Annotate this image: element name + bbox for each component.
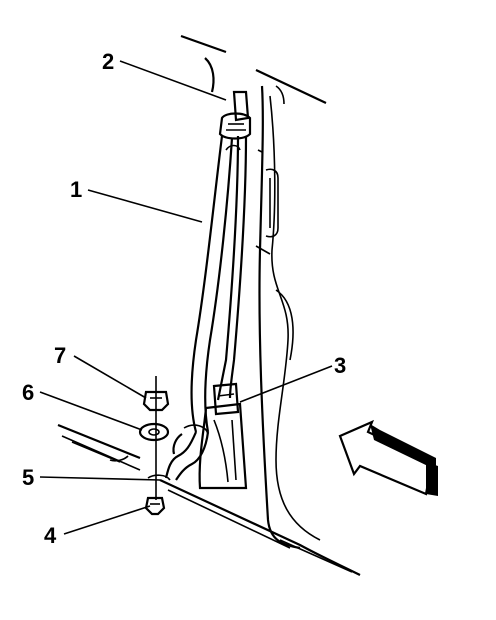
callout-3: 3 (334, 353, 346, 378)
leader-3 (239, 365, 333, 403)
upper-guide-d-ring (218, 90, 252, 140)
callout-labels: 1 2 3 4 5 6 7 (22, 49, 346, 548)
leader-4 (63, 505, 151, 535)
view-direction-arrow (338, 419, 438, 496)
seat-belt-retractor (198, 382, 248, 490)
callout-leaders (39, 60, 333, 535)
floor-sill-panel (57, 423, 361, 576)
callout-4: 4 (44, 523, 57, 548)
callout-7: 7 (54, 343, 66, 368)
leader-5 (39, 476, 161, 481)
leader-1 (87, 189, 203, 223)
callout-2: 2 (102, 49, 114, 74)
callout-5: 5 (22, 465, 34, 490)
anchor-hardware (138, 376, 171, 516)
leader-7 (73, 355, 147, 399)
leader-2 (119, 60, 227, 101)
callout-1: 1 (70, 177, 82, 202)
callout-6: 6 (22, 380, 34, 405)
leader-6 (39, 391, 143, 431)
seat-belt-webbing (164, 135, 248, 481)
